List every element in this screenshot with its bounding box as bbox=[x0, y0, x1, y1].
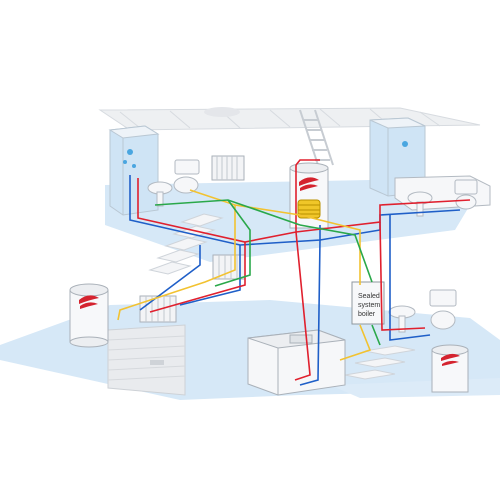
boiler-label-line1: Sealed bbox=[358, 293, 380, 300]
heating-flow-pipes bbox=[117, 189, 372, 361]
hot-water-pipes bbox=[137, 159, 471, 381]
radiator-upper bbox=[211, 155, 245, 181]
sealed-system-boiler bbox=[351, 281, 385, 325]
heating-return-pipes bbox=[154, 199, 381, 346]
upper-staircase bbox=[148, 213, 224, 275]
kitchen-unit bbox=[247, 329, 346, 396]
toilet-upper-right bbox=[454, 179, 478, 210]
basin-upper-left bbox=[147, 181, 173, 207]
lower-staircase bbox=[344, 345, 416, 380]
shower-enclosure-right bbox=[369, 117, 426, 197]
block-wall bbox=[107, 324, 186, 396]
toilet-lower-right bbox=[429, 289, 457, 330]
ceiling-light bbox=[204, 107, 240, 117]
shower-enclosure-left bbox=[108, 125, 160, 216]
hot-water-cylinder-right bbox=[431, 344, 469, 393]
boiler-label-line2: system bbox=[358, 302, 380, 309]
boiler-label-line3: boiler bbox=[358, 311, 376, 318]
hot-water-cylinder-left bbox=[69, 283, 109, 348]
toilet-upper bbox=[173, 159, 200, 194]
basin-lower-right bbox=[388, 305, 416, 333]
